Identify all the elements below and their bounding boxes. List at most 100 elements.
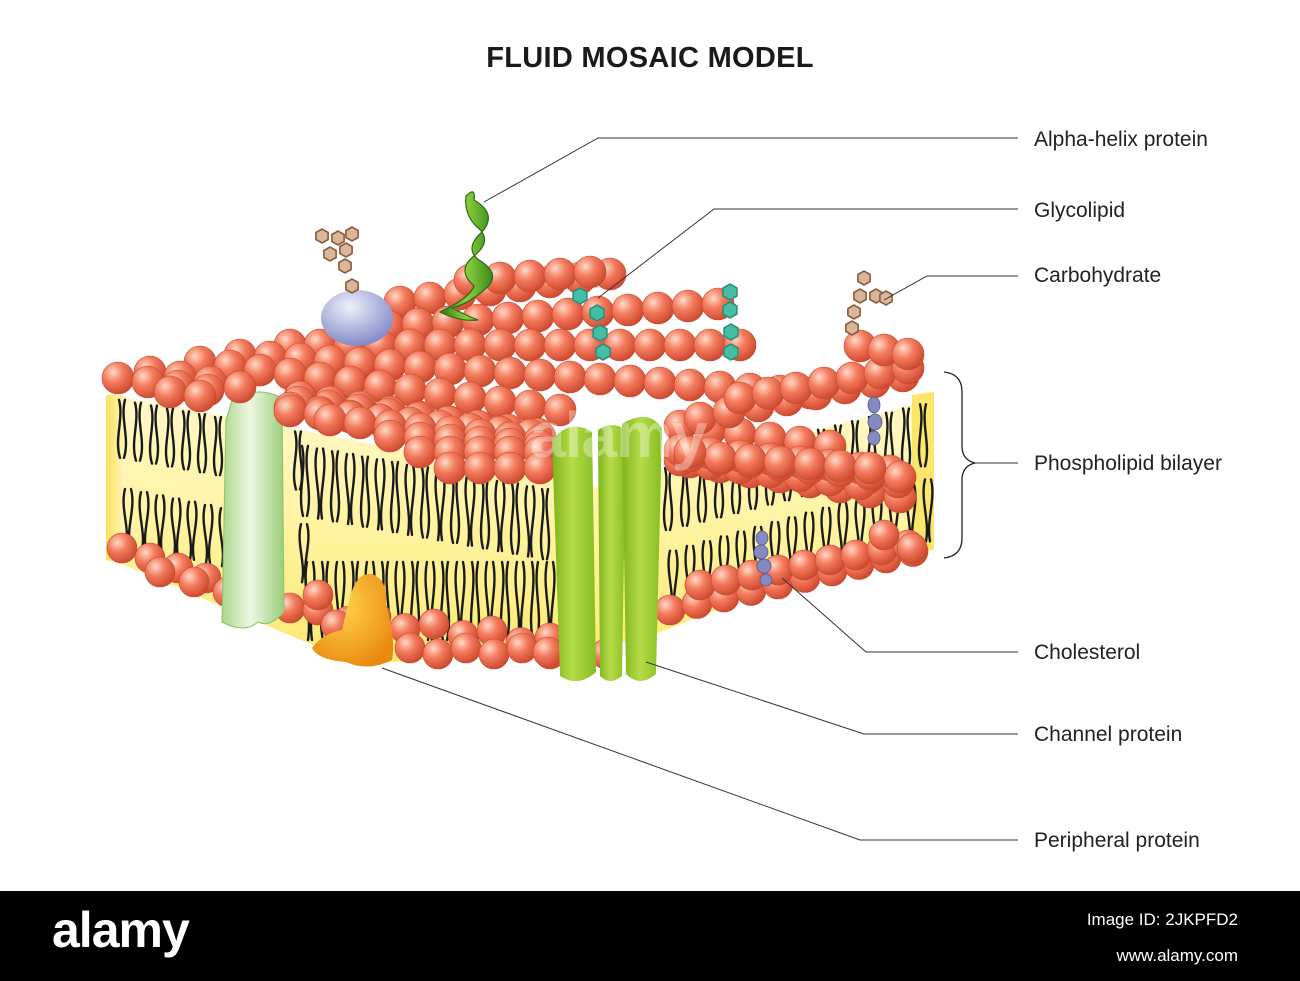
phosphate-head xyxy=(633,328,667,362)
lipid-tail xyxy=(539,487,545,561)
lipid-tail xyxy=(404,463,411,536)
phosphate-head xyxy=(673,435,707,469)
phosphate-head xyxy=(693,328,727,362)
lipid-tail xyxy=(494,479,501,553)
phosphate-head xyxy=(422,638,454,670)
phosphate-head xyxy=(153,375,187,409)
glycolipid-hexagon xyxy=(572,287,588,305)
phosphate-head xyxy=(823,449,857,483)
phosphate-head xyxy=(483,385,517,419)
phosphate-head xyxy=(313,403,347,437)
lipid-tail xyxy=(218,415,224,477)
carbohydrate-hexagon xyxy=(339,242,353,258)
phosphate-head xyxy=(513,259,547,293)
phosphate-head xyxy=(684,569,716,601)
lipid-tail xyxy=(395,460,401,534)
glycolipid-chains xyxy=(572,283,739,361)
phosphate-head xyxy=(654,594,686,626)
phosphate-head xyxy=(373,419,407,453)
lipid-tail xyxy=(479,477,485,550)
phosphate-head xyxy=(463,451,497,485)
lipid-tail xyxy=(329,450,335,523)
carbohydrate-hexagon xyxy=(847,304,861,320)
phosphate-head xyxy=(523,358,557,392)
lipid-tail xyxy=(505,560,511,642)
phosphate-head xyxy=(543,393,577,427)
phosphate-head xyxy=(433,451,467,485)
carbohydrate-hexagon xyxy=(323,246,337,262)
lipid-tail xyxy=(529,485,536,558)
lipid-tail xyxy=(668,466,674,532)
phosphate-head xyxy=(403,435,437,469)
glycolipid-hexagon xyxy=(723,323,739,341)
watermark: alamy xyxy=(530,399,707,471)
phosphate-head xyxy=(671,289,705,323)
site-url[interactable]: www.alamy.com xyxy=(1116,946,1238,965)
phosphate-head xyxy=(513,328,547,362)
lipid-tail xyxy=(545,487,551,561)
label-alpha-helix-protein: Alpha-helix protein xyxy=(1034,128,1208,151)
phosphate-head xyxy=(788,549,820,581)
phosphate-head xyxy=(853,451,887,485)
phosphate-head xyxy=(394,632,426,664)
lipid-tail xyxy=(170,407,176,468)
lipid-tail xyxy=(927,478,934,543)
label-carbohydrate: Carbohydrate xyxy=(1034,264,1161,287)
lipid-tail xyxy=(515,482,521,555)
lipid-tail xyxy=(212,415,218,477)
lipid-tail xyxy=(499,479,506,553)
carbohydrate-chains xyxy=(315,226,893,336)
phosphate-head xyxy=(521,299,555,333)
leader-peripheral xyxy=(381,667,1018,841)
phosphate-head xyxy=(144,556,176,588)
lipid-tail xyxy=(180,410,186,471)
peripheral-protein-shape xyxy=(312,573,394,667)
bilayer-bracket xyxy=(943,371,976,559)
lipid-tail xyxy=(409,463,416,536)
glycolipid-hexagon xyxy=(722,283,738,301)
lipid-tail xyxy=(299,444,305,518)
lipid-tail xyxy=(365,455,371,528)
lipid-tail xyxy=(202,503,209,565)
lipid-tail xyxy=(379,458,386,531)
cholesterol-shape xyxy=(753,396,883,587)
lipid-tail xyxy=(186,410,192,471)
lipid-tail xyxy=(170,497,177,558)
phosphate-head xyxy=(807,366,841,400)
leader-glycolipid xyxy=(597,208,1018,299)
carbohydrate-hexagon xyxy=(853,288,867,304)
lipid-tail xyxy=(359,455,365,528)
phosphate-head xyxy=(450,632,482,664)
phosphate-head xyxy=(543,328,577,362)
lipid-tail xyxy=(207,503,214,565)
lipid-tail xyxy=(485,477,491,550)
lipid-tail xyxy=(154,404,160,465)
phosphate-head xyxy=(553,360,587,394)
phosphate-head xyxy=(835,361,869,395)
lipid-tail xyxy=(319,447,326,520)
lipid-tail xyxy=(923,403,929,468)
lipid-tail xyxy=(138,401,144,462)
integral-protein xyxy=(221,391,285,629)
lipid-tail xyxy=(389,460,395,534)
lipid-tail xyxy=(116,398,122,459)
membrane-diagram: Alpha-helix protein Glycolipid Carbohydr… xyxy=(101,128,1222,852)
phosphate-head xyxy=(478,638,510,670)
phosphate-head xyxy=(583,362,617,396)
leader-lines xyxy=(381,137,1018,841)
footer-bar: alamy Image ID: 2JKPFD2 www.alamy.com xyxy=(0,891,1300,981)
phosphate-head xyxy=(673,368,707,402)
label-glycolipid: Glycolipid xyxy=(1034,199,1125,222)
lipid-tail xyxy=(425,466,431,539)
phosphate-head xyxy=(493,451,527,485)
phosphate-head xyxy=(302,579,334,611)
lipid-tail xyxy=(662,466,668,532)
carbohydrate-hexagon xyxy=(857,270,871,286)
brand-logo[interactable]: alamy xyxy=(52,902,190,958)
lipid-tail xyxy=(148,404,154,465)
phosphate-head xyxy=(418,608,450,640)
carbohydrate-hexagon xyxy=(879,290,893,306)
lipid-tail xyxy=(175,497,182,558)
phosphate-head xyxy=(273,394,307,428)
lipid-tail xyxy=(917,403,923,468)
